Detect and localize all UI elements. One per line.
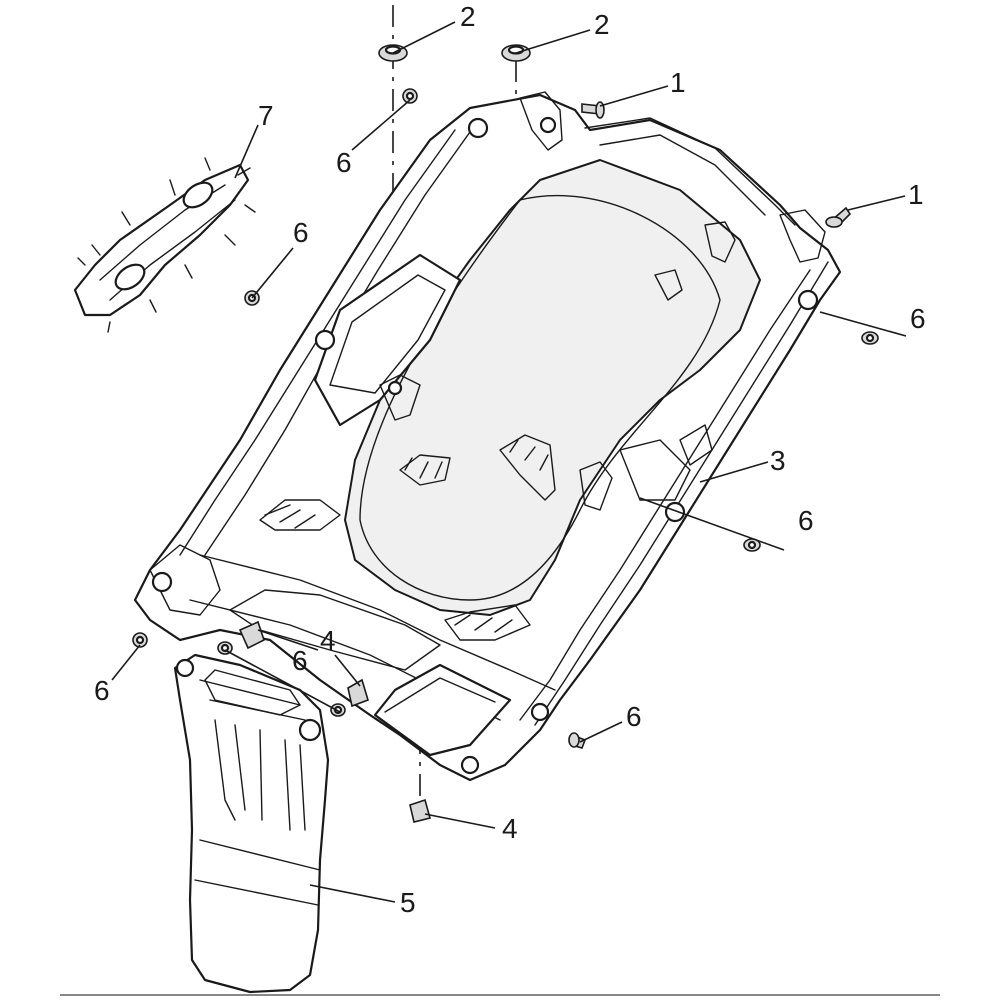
- leader-line: [251, 247, 294, 299]
- bolt: [743, 538, 761, 552]
- leader-line: [579, 721, 623, 743]
- bolt: [861, 331, 879, 345]
- bolt: [402, 88, 418, 104]
- mud-flap: [173, 653, 330, 994]
- callout-4: 4: [320, 625, 336, 656]
- leader-line: [351, 99, 411, 151]
- mount-hole: [664, 501, 686, 523]
- bracket-plate: [73, 157, 256, 333]
- leader-line: [819, 311, 907, 337]
- callout-6: 6: [336, 147, 352, 178]
- mount-hole: [797, 289, 819, 311]
- callout-6: 6: [626, 701, 642, 732]
- screw: [581, 101, 605, 119]
- rear-inner-fender: [133, 91, 842, 782]
- leader-line: [334, 654, 361, 687]
- bolt: [568, 732, 587, 749]
- callout-6: 6: [94, 675, 110, 706]
- speed-nut: [409, 798, 431, 823]
- callout-7: 7: [258, 100, 274, 131]
- mount-hole: [387, 380, 403, 396]
- leader-line: [847, 195, 906, 211]
- leader-line: [224, 649, 341, 713]
- callout-2: 2: [594, 9, 610, 40]
- leader-line: [639, 497, 785, 551]
- screw: [825, 206, 852, 228]
- mount-hole: [151, 571, 173, 593]
- mount-hole: [467, 117, 489, 139]
- callout-6: 6: [293, 217, 309, 248]
- callout-6: 6: [910, 303, 926, 334]
- callout-6: 6: [798, 505, 814, 536]
- callout-2: 2: [460, 1, 476, 32]
- leader-line: [309, 884, 396, 903]
- callout-6: 6: [292, 645, 308, 676]
- callout-3: 3: [770, 445, 786, 476]
- mount-hole: [530, 702, 550, 722]
- leader-line: [257, 629, 319, 651]
- speed-nut: [238, 620, 265, 650]
- mount-hole: [539, 116, 557, 134]
- leader-line: [424, 813, 496, 829]
- callout-1: 1: [670, 67, 686, 98]
- callout-5: 5: [400, 887, 416, 918]
- bolt: [132, 632, 148, 648]
- leader-line: [515, 29, 591, 54]
- leader-line: [111, 644, 141, 681]
- mount-hole: [460, 755, 480, 775]
- leader-line: [234, 124, 259, 179]
- callout-1: 1: [908, 179, 924, 210]
- leader-line: [599, 85, 669, 107]
- leader-line: [699, 461, 769, 483]
- leader-line: [392, 21, 456, 54]
- mount-hole: [314, 329, 336, 351]
- callout-4: 4: [502, 813, 518, 844]
- bolt: [330, 703, 346, 717]
